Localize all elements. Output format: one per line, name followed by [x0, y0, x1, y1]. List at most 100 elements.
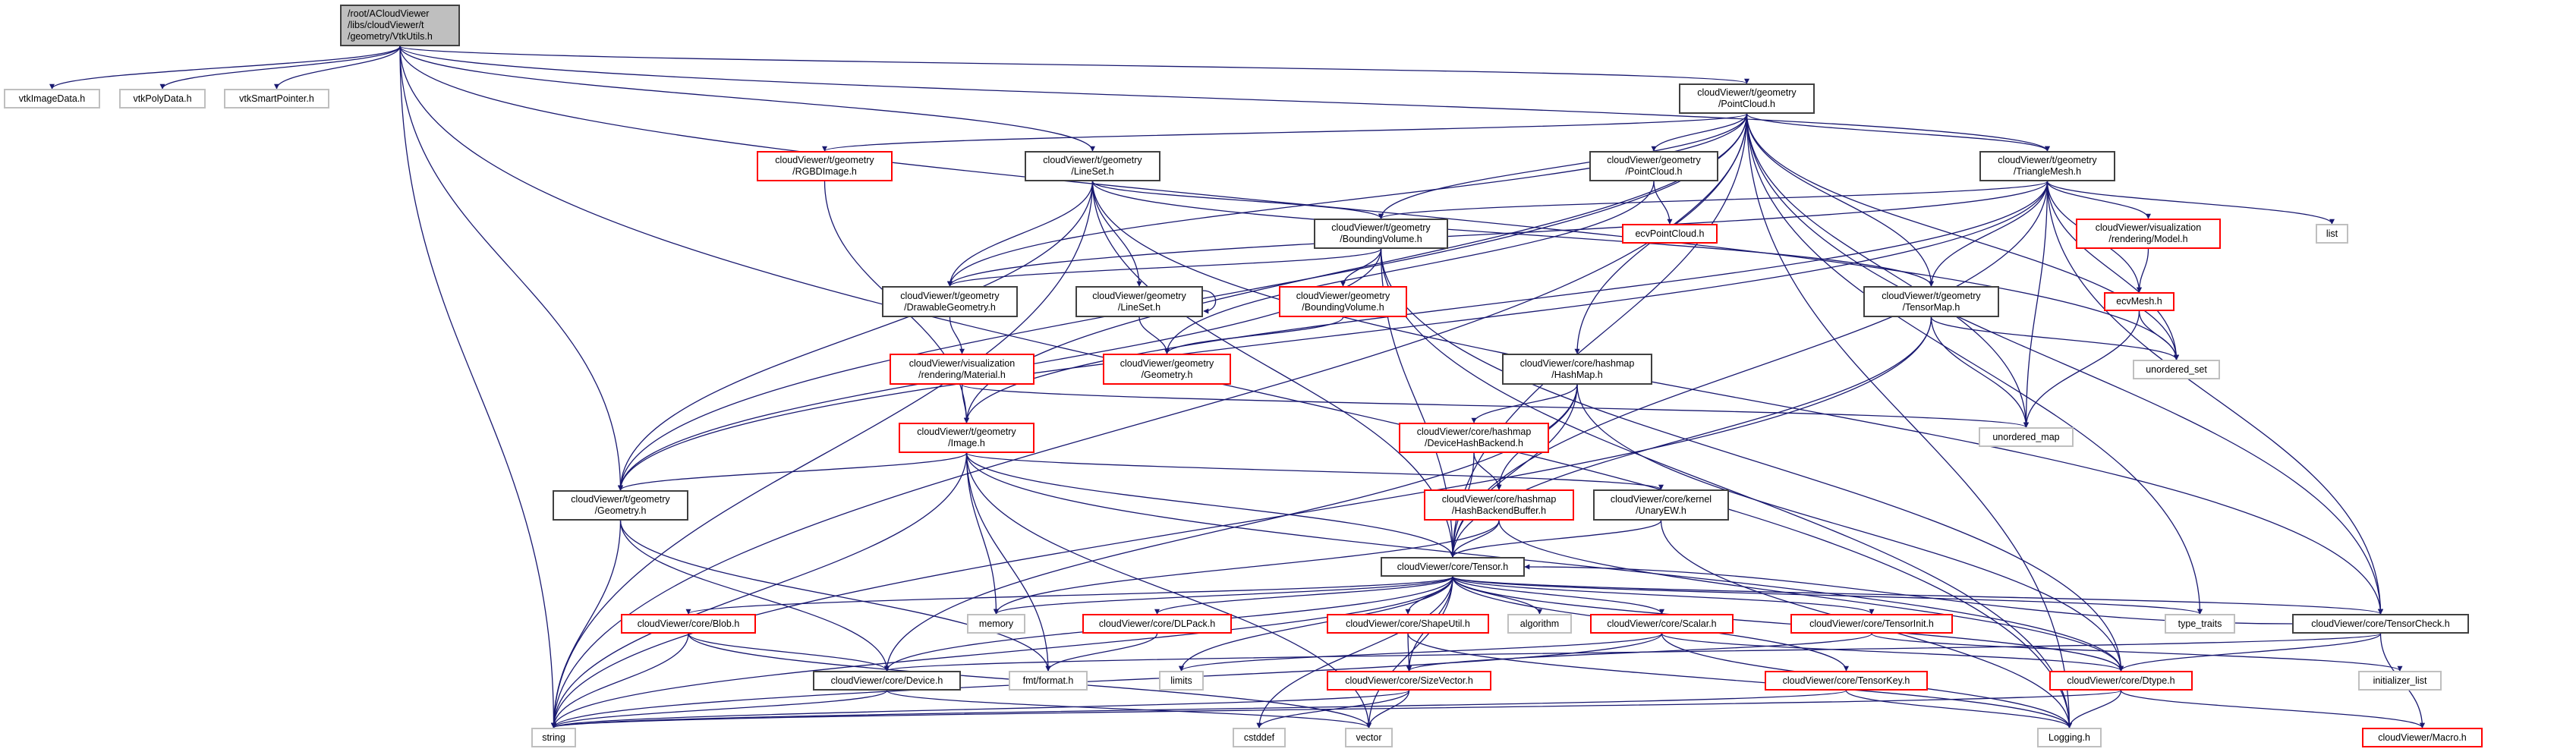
node-device[interactable]: cloudViewer/core/Device.h: [813, 671, 961, 691]
node-ecvmesh[interactable]: ecvMesh.h: [2104, 292, 2174, 311]
node-tpointcloud[interactable]: cloudViewer/t/geometry /PointCloud.h: [1679, 83, 1815, 114]
node-shapeutil[interactable]: cloudViewer/core/ShapeUtil.h: [1327, 614, 1489, 634]
node-boundingvolume[interactable]: cloudViewer/t/geometry /BoundingVolume.h: [1314, 219, 1448, 249]
edge-Dtype-to-Macro: [2120, 690, 2425, 728]
node-macro[interactable]: cloudViewer/Macro.h: [2362, 728, 2483, 747]
node-material[interactable]: cloudViewer/visualization /rendering/Mat…: [890, 354, 1034, 385]
node-dtype[interactable]: cloudViewer/core/Dtype.h: [2049, 671, 2193, 691]
edge-TensorInit-to-initializer_list: [1871, 633, 2403, 672]
edge-Image-to-Tensor: [965, 452, 1456, 558]
edge-ecvMesh-to-unordered_map: [2023, 310, 2140, 428]
edge-Image-to-tGeometry: [618, 452, 968, 491]
node-tensor[interactable]: cloudViewer/core/Tensor.h: [1381, 557, 1525, 577]
node-scalar[interactable]: cloudViewer/core/Scalar.h: [1590, 614, 1734, 634]
edge-HashMap-to-DeviceHashBackend: [1471, 384, 1578, 423]
node-tensorcheck[interactable]: cloudViewer/core/TensorCheck.h: [2292, 614, 2469, 634]
node-vtksmartpointer[interactable]: vtkSmartPointer.h: [224, 89, 329, 109]
node-unaryew[interactable]: cloudViewer/core/kernel /UnaryEW.h: [1593, 489, 1729, 521]
node-vtkimagedata[interactable]: vtkImageData.h: [4, 89, 100, 109]
edge-root-to-vtkPolyData: [159, 46, 401, 90]
node-dlpack[interactable]: cloudViewer/core/DLPack.h: [1082, 614, 1232, 634]
node-hashbackendbuffer[interactable]: cloudViewer/core/hashmap /HashBackendBuf…: [1424, 489, 1574, 521]
edge-TriangleMesh-to-tGeometry: [618, 181, 2049, 491]
node-logging[interactable]: Logging.h: [2037, 728, 2102, 747]
edge-Image-to-Dtype: [965, 452, 2124, 672]
node-tlineset[interactable]: cloudViewer/t/geometry /LineSet.h: [1025, 151, 1160, 181]
edge-TensorKey-to-Logging: [1845, 690, 2072, 728]
edge-Blob-to-Device: [688, 633, 890, 672]
edge-root-to-tGeometry: [399, 46, 623, 491]
node-unordered-set[interactable]: unordered_set: [2133, 360, 2220, 379]
node-rgbdimage[interactable]: cloudViewer/t/geometry /RGBDImage.h: [757, 151, 893, 181]
node-algorithm[interactable]: algorithm: [1507, 614, 1572, 634]
edge-tGeometry-to-string: [551, 520, 622, 728]
edge-tGeometry-to-fmt: [619, 520, 1051, 672]
edge-Tensor-to-string: [551, 576, 1453, 728]
node-sizevector[interactable]: cloudViewer/core/SizeVector.h: [1327, 671, 1491, 691]
node-model[interactable]: cloudViewer/visualization /rendering/Mod…: [2076, 219, 2221, 249]
edge-TensorMap-to-unordered_set: [1930, 316, 2179, 360]
edge-root-to-unordered_set: [399, 46, 2179, 360]
node-list[interactable]: list: [2316, 224, 2348, 244]
node-initializer-list[interactable]: initializer_list: [2358, 671, 2442, 691]
edge-root-to-Logging: [399, 46, 2072, 728]
edge-tPointCloud-to-Tensor: [1450, 113, 1748, 558]
node-hashmap[interactable]: cloudViewer/core/hashmap /HashMap.h: [1502, 354, 1652, 385]
edge-tPointCloud-to-type_traits: [1746, 113, 2203, 615]
edge-DLPack-to-fmt: [1045, 633, 1158, 672]
edge-Image-to-UnaryEW: [965, 452, 1664, 490]
edge-Image-to-memory: [965, 452, 999, 615]
node-limits[interactable]: limits: [1159, 671, 1204, 691]
node-memory[interactable]: memory: [967, 614, 1025, 634]
edge-Scalar-to-string: [551, 633, 1663, 728]
node-image[interactable]: cloudViewer/t/geometry /Image.h: [899, 423, 1034, 453]
edge-HashBackendBuffer-to-Dtype: [1498, 520, 2124, 672]
edge-TriangleMesh-to-BoundingVolume: [1378, 181, 2049, 219]
edge-tLineSet-to-string: [551, 181, 1094, 728]
node-ecvpointcloud[interactable]: ecvPointCloud.h: [1622, 224, 1718, 244]
edge-Tensor-to-TensorInit: [1452, 576, 1875, 615]
edge-Tensor-to-Blob: [685, 576, 1453, 615]
edge-tPointCloud-to-TriangleMesh: [1746, 113, 2050, 152]
node-devicehashbackend[interactable]: cloudViewer/core/hashmap /DeviceHashBack…: [1399, 423, 1549, 453]
edge-tLineSet-to-BoundingVolume: [1091, 181, 1384, 219]
node-gpointcloud[interactable]: cloudViewer/geometry /PointCloud.h: [1589, 151, 1718, 181]
node-vtkpolydata[interactable]: vtkPolyData.h: [119, 89, 206, 109]
edge-tGeometry-to-Device: [619, 520, 890, 672]
node-trianglemesh[interactable]: cloudViewer/t/geometry /TriangleMesh.h: [1979, 151, 2115, 181]
node-cstddef[interactable]: cstddef: [1233, 728, 1286, 747]
edge-Dtype-to-Logging: [2067, 690, 2122, 728]
node-type-traits[interactable]: type_traits: [2165, 614, 2235, 634]
node-tensorkey[interactable]: cloudViewer/core/TensorKey.h: [1765, 671, 1928, 691]
edge-Device-to-vector: [886, 690, 1371, 728]
edge-TriangleMesh-to-unordered_map: [2023, 181, 2049, 428]
node-tgeometry[interactable]: cloudViewer/t/geometry /Geometry.h: [553, 490, 688, 521]
edge-ecvMesh-to-unordered_set: [2138, 310, 2179, 360]
node-string[interactable]: string: [531, 728, 576, 747]
edge-root-to-vtkImageData: [49, 46, 401, 90]
edge-Blob-to-string: [551, 633, 689, 728]
node-glineset[interactable]: cloudViewer/geometry /LineSet.h: [1075, 286, 1203, 317]
edge-gLineSet-to-gLineSet: [1202, 290, 1217, 314]
edge-Image-to-string: [551, 452, 968, 728]
edge-DeviceHashBackend-to-HashBackendBuffer: [1473, 452, 1502, 490]
node-root[interactable]: /root/ACloudViewer /libs/cloudViewer/t /…: [340, 5, 460, 46]
edge-tPointCloud-to-RGBDImage: [822, 113, 1748, 152]
edge-Material-to-Image: [961, 384, 969, 423]
node-gboundingvolume[interactable]: cloudViewer/geometry /BoundingVolume.h: [1279, 286, 1407, 317]
edge-tLineSet-to-TensorCheck: [1091, 181, 2383, 615]
node-tensormap[interactable]: cloudViewer/t/geometry /TensorMap.h: [1863, 286, 1999, 317]
node-unordered-map[interactable]: unordered_map: [1979, 427, 2074, 447]
node-blob[interactable]: cloudViewer/core/Blob.h: [621, 614, 756, 634]
node-fmt[interactable]: fmt/format.h: [1009, 671, 1088, 691]
edge-tPointCloud-to-TensorCheck: [1746, 113, 2383, 615]
edge-root-to-vtkSmartPointer: [274, 46, 401, 90]
edge-tPointCloud-to-gPointCloud: [1651, 113, 1748, 152]
node-drawable[interactable]: cloudViewer/t/geometry /DrawableGeometry…: [882, 286, 1018, 317]
node-ggeometry[interactable]: cloudViewer/geometry /Geometry.h: [1103, 354, 1231, 385]
node-vector[interactable]: vector: [1345, 728, 1393, 747]
node-tensorinit[interactable]: cloudViewer/core/TensorInit.h: [1790, 614, 1953, 634]
edge-SizeVector-to-string: [551, 690, 1410, 728]
edge-TriangleMesh-to-unordered_set: [2046, 181, 2179, 360]
